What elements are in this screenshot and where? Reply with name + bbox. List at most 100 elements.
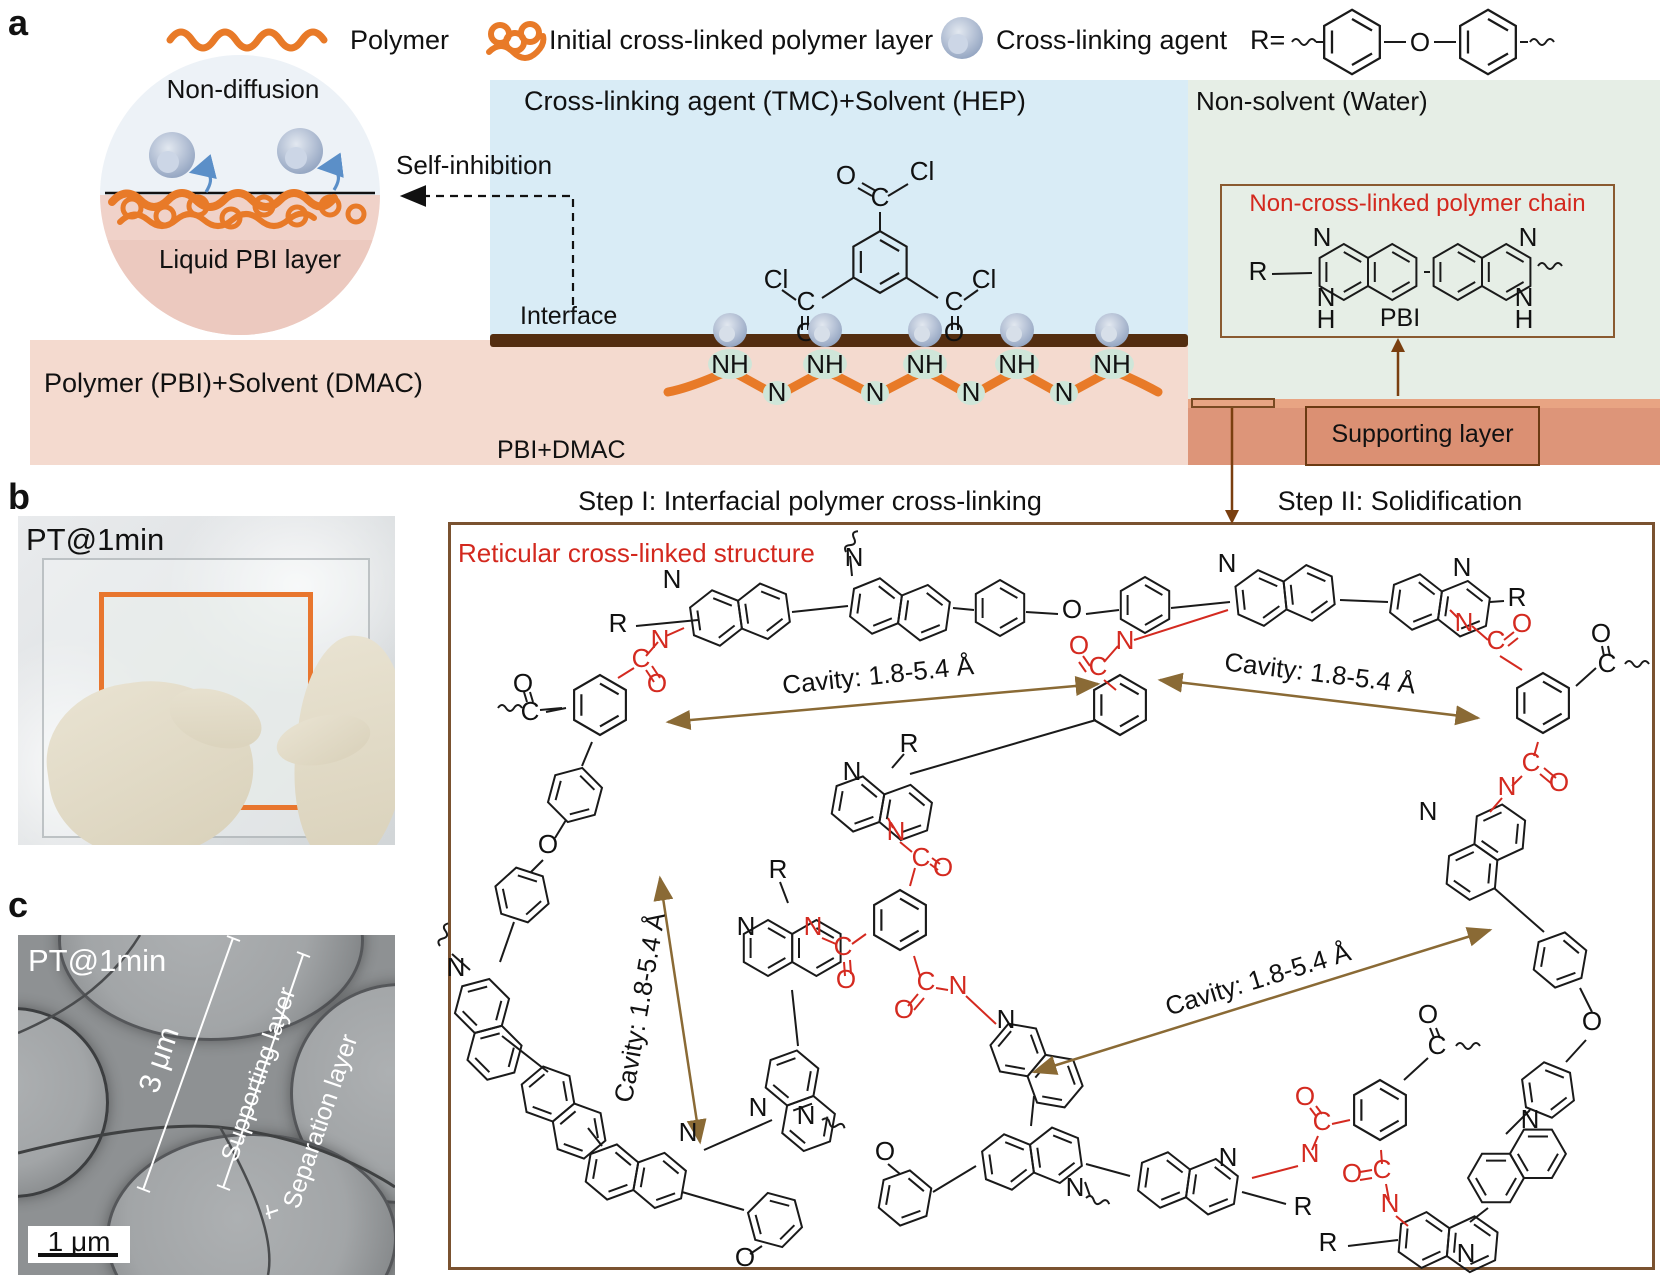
svg-text:R: R [1508, 582, 1527, 612]
svg-text:O: O [1582, 1006, 1602, 1036]
svg-text:N: N [679, 1117, 698, 1147]
pbi-chain-box [1220, 184, 1615, 338]
svg-text:N: N [1519, 222, 1538, 252]
svg-text:O: O [1069, 630, 1089, 660]
svg-text:O: O [513, 668, 533, 698]
pbi-dmac-label: PBI+DMAC [497, 436, 626, 464]
svg-text:N: N [1116, 625, 1135, 655]
svg-text:H: H [1317, 304, 1336, 334]
svg-text:H: H [1515, 304, 1534, 334]
pink-polymer-region [30, 340, 1188, 465]
svg-text:Cl: Cl [972, 264, 997, 294]
svg-text:N: N [1381, 1188, 1400, 1218]
svg-text:N: N [1457, 1238, 1476, 1268]
svg-text:R: R [769, 854, 788, 884]
svg-text:N: N [737, 911, 756, 941]
svg-text:Cl: Cl [764, 264, 789, 294]
polymer-wave-icon [166, 28, 328, 52]
svg-text:N: N [1521, 1104, 1540, 1134]
pbi-chain-structure [1271, 244, 1563, 300]
svg-text:NH: NH [998, 349, 1036, 379]
liquid-pbi-scribble [108, 189, 338, 229]
svg-text:O: O [647, 668, 667, 698]
interface-label: Interface [520, 302, 618, 330]
interface-chain [663, 313, 1163, 405]
step1-label: Step I: Interfacial polymer cross-linkin… [578, 486, 1042, 516]
polymer-region-label: Polymer (PBI)+Solvent (DMAC) [44, 368, 423, 398]
svg-text:N: N [949, 970, 968, 1000]
cavity-arrows [653, 672, 1493, 1145]
pbi-caption: PBI [1379, 304, 1421, 332]
membrane-slice-rect [1191, 398, 1275, 408]
svg-text:O: O [1062, 594, 1082, 624]
reticular-title: Reticular cross-linked structure [458, 538, 815, 568]
crosslinking-agent-icon [941, 17, 983, 59]
bounce-arrows [188, 152, 344, 193]
self-inhibition-label: Self-inhibition [396, 150, 553, 180]
blue-region-title: Cross-linking agent (TMC)+Solvent (HEP) [524, 86, 1026, 116]
svg-text:C: C [632, 643, 651, 673]
sem-scalebox: 1 μm [28, 1226, 130, 1263]
svg-text:NH: NH [1093, 349, 1131, 379]
svg-text:N: N [663, 564, 682, 594]
svg-text:Cl: Cl [910, 156, 935, 186]
r-group-structure [1291, 8, 1555, 76]
scribble-coils [120, 194, 367, 230]
step2-label: Step II: Solidification [1277, 486, 1523, 516]
svg-text:R: R [609, 608, 628, 638]
svg-text:C: C [521, 696, 540, 726]
svg-text:R: R [900, 728, 919, 758]
svg-text:N: N [1317, 282, 1336, 312]
svg-text:N: N [866, 377, 885, 407]
svg-text:C: C [871, 182, 890, 212]
svg-text:O: O [894, 994, 914, 1024]
svg-text:NH: NH [806, 349, 844, 379]
svg-text:N: N [1066, 1172, 1085, 1202]
svg-text:O: O [1295, 1081, 1315, 1111]
panel-b-label: b [8, 476, 30, 517]
legend-polymer-label: Polymer [350, 25, 450, 55]
sem-measure-lines [136, 935, 311, 1220]
svg-text:N: N [845, 542, 864, 572]
svg-text:C: C [912, 842, 931, 872]
svg-text:N: N [1515, 282, 1534, 312]
blue-solvent-region [490, 80, 1188, 336]
svg-text:O: O [836, 160, 856, 190]
svg-text:NH: NH [906, 349, 944, 379]
svg-text:R: R [1249, 256, 1268, 286]
svg-text:N: N [997, 1004, 1016, 1034]
svg-text:C: C [1487, 625, 1506, 655]
ret-red-links [617, 609, 1557, 1227]
svg-text:O: O [875, 1136, 895, 1166]
nh-bubbles [708, 349, 1134, 405]
svg-text:C: C [1598, 648, 1617, 678]
svg-text:C: C [917, 966, 936, 996]
svg-text:N: N [1055, 377, 1074, 407]
svg-text:R: R [1319, 1227, 1338, 1257]
svg-text:N: N [1455, 607, 1474, 637]
svg-text:N: N [1218, 548, 1237, 578]
svg-text:C: C [1313, 1106, 1332, 1136]
svg-text:N: N [1313, 222, 1332, 252]
panel-a-label: a [8, 2, 29, 43]
legend-atom-labels: O [1410, 27, 1430, 57]
connector-arrows [1225, 338, 1405, 524]
svg-text:O: O [1549, 767, 1569, 797]
svg-text:N: N [962, 377, 981, 407]
svg-text:C: C [1522, 747, 1541, 777]
panel-c-label: c [8, 884, 29, 925]
legend-agent-label: Cross-linking agent [996, 25, 1228, 55]
svg-text:O: O [944, 317, 964, 347]
initial-crosslinked-icon [486, 21, 547, 61]
sem-tag: PT@1min [28, 943, 167, 978]
svg-text:O: O [735, 1242, 755, 1272]
svg-text:O: O [1418, 999, 1438, 1029]
sem-annotations [18, 935, 395, 1275]
green-region-title: Non-solvent (Water) [1196, 86, 1428, 116]
svg-text:N: N [887, 816, 906, 846]
